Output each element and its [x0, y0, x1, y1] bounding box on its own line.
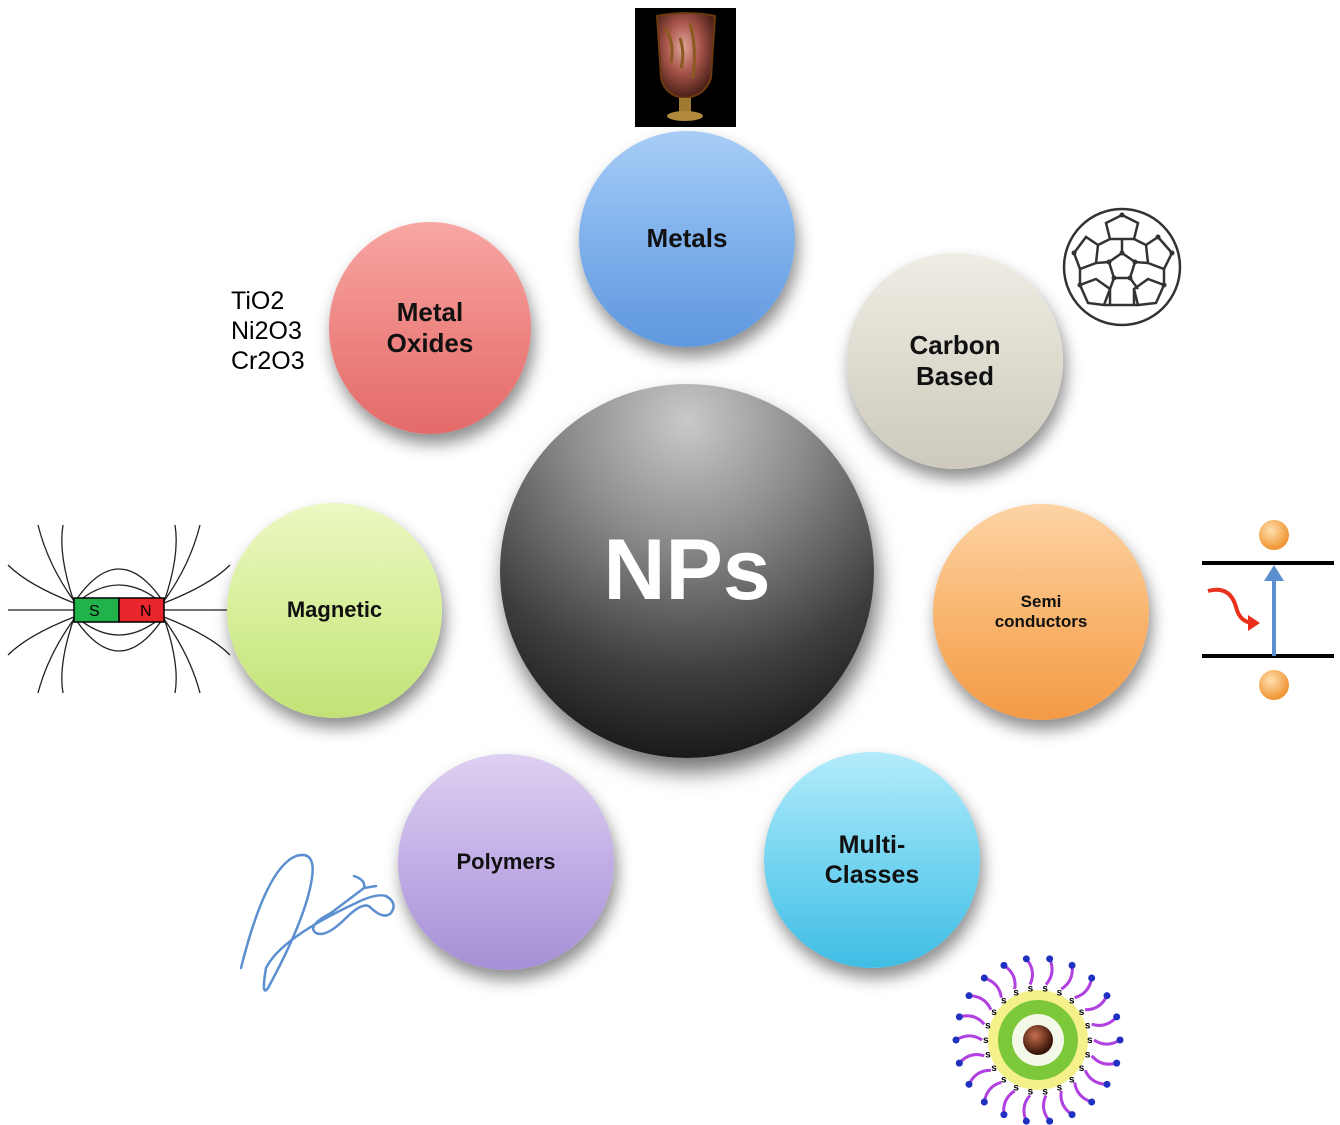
- ligand-head: [1103, 1080, 1111, 1088]
- ligand-chain: [1044, 958, 1054, 986]
- ligand-head: [955, 1013, 963, 1021]
- ligand-chain: [1059, 1090, 1073, 1116]
- ligand-sulfur-label: s: [985, 1020, 991, 1031]
- ligand-chain: [1090, 1054, 1118, 1066]
- ligand-chain: [1073, 1082, 1093, 1104]
- ligand-chain: [1022, 1094, 1032, 1122]
- ligand-sulfur-label: s: [1001, 996, 1007, 1007]
- oxide-example: Cr2O3: [231, 347, 305, 375]
- node-metal-oxides: Metal Oxides: [329, 222, 531, 434]
- ligand-head: [1068, 1111, 1076, 1119]
- node-polymers-label: Polymers: [456, 848, 556, 874]
- node-carbon-based: Carbon Based: [847, 253, 1063, 469]
- oxide-examples-list: TiO2 Ni2O3 Cr2O3: [231, 286, 305, 376]
- ligand-sulfur-label: s: [1085, 1020, 1091, 1031]
- ligand-head: [952, 1036, 960, 1044]
- ligand-head: [965, 992, 973, 1000]
- ligand-chain: [955, 1034, 983, 1042]
- node-semiconductors: Semi conductors: [933, 504, 1149, 720]
- node-metals-label: Metals: [646, 223, 728, 254]
- ligand-sulfur-label: s: [1057, 988, 1063, 999]
- ligand-sulfur-label: s: [985, 1050, 991, 1061]
- ligand-sulfur-label: s: [1042, 984, 1048, 995]
- ligand-chain: [1074, 977, 1094, 1000]
- ligand-head: [965, 1080, 973, 1088]
- ligand-sulfur-label: s: [983, 1035, 989, 1046]
- node-magnetic: Magnetic: [227, 503, 442, 718]
- ligand-head: [1022, 955, 1030, 963]
- ligand-chain: [1041, 1094, 1051, 1123]
- ligand-sulfur-label: s: [1069, 1074, 1075, 1085]
- ligand-head: [1116, 1036, 1124, 1044]
- center-node-nps: NPs: [500, 384, 874, 758]
- ligand-sulfur-label: s: [1013, 1082, 1019, 1093]
- ligand-head: [1113, 1059, 1121, 1067]
- node-metals: Metals: [579, 131, 795, 347]
- magnet-south-label: S: [89, 603, 100, 620]
- ligand-head: [1113, 1013, 1121, 1021]
- oxide-example: Ni2O3: [231, 317, 302, 345]
- ligand-sulfur-label: s: [1042, 1086, 1048, 1097]
- node-multi-classes-label: Multi- Classes: [824, 831, 920, 889]
- node-metal-oxides-label: Metal Oxides: [386, 296, 474, 358]
- ligand-head: [1088, 1098, 1096, 1106]
- ligand-sulfur-label: s: [991, 1007, 997, 1018]
- node-semiconductors-label: Semi conductors: [994, 591, 1088, 631]
- magnet-north-label: N: [140, 603, 152, 620]
- ligand-head: [1000, 1111, 1008, 1119]
- ligand-sulfur-label: s: [1079, 1063, 1085, 1074]
- ligand-head: [1103, 992, 1111, 1000]
- ligand-head: [980, 974, 988, 982]
- ligand-chain: [1083, 1069, 1108, 1086]
- ligand-chain: [1002, 1089, 1016, 1115]
- lycurgus-cup-photo: [635, 8, 736, 127]
- node-polymers: Polymers: [398, 754, 614, 970]
- ligand-head: [1046, 1117, 1054, 1125]
- ligand-sulfur-label: s: [1057, 1082, 1063, 1093]
- ligand-sulfur-label: s: [1079, 1007, 1085, 1018]
- ligand-chain: [1003, 964, 1017, 990]
- ligand-chain: [967, 1068, 991, 1086]
- ligand-chain: [958, 1053, 985, 1065]
- polymer-chain-icon: [239, 853, 395, 992]
- ligand-sulfur-label: s: [1001, 1074, 1007, 1085]
- ligand-chain: [1085, 994, 1109, 1012]
- ligand-chain: [958, 1014, 986, 1026]
- ligand-head: [1022, 1117, 1030, 1125]
- node-carbon-based-label: Carbon Based: [909, 329, 1001, 391]
- ligand-chain: [982, 1080, 1002, 1103]
- node-magnetic-label: Magnetic: [286, 597, 383, 623]
- ligand-sulfur-label: s: [991, 1063, 997, 1074]
- band-gap-icon: [1202, 520, 1334, 700]
- ligand-sulfur-label: s: [1028, 1086, 1034, 1097]
- ligand-sulfur-label: s: [1013, 988, 1019, 999]
- bar-magnet-field-icon: S N: [7, 524, 231, 694]
- ligand-head: [1068, 961, 1076, 969]
- ligand-head: [1046, 955, 1054, 963]
- ligand-chain: [1025, 957, 1035, 986]
- ligand-head: [980, 1098, 988, 1106]
- ligand-head: [955, 1059, 963, 1067]
- ligand-sulfur-label: s: [1069, 996, 1075, 1007]
- ligand-sulfur-label: s: [1085, 1050, 1091, 1061]
- ligand-sulfur-label: s: [1087, 1035, 1093, 1046]
- ligand-head: [1088, 974, 1096, 982]
- ligand-head: [1000, 961, 1008, 969]
- ligand-sulfur-label: s: [1028, 984, 1034, 995]
- ligand-chain: [1093, 1038, 1121, 1046]
- oxide-example: TiO2: [231, 287, 285, 315]
- ligand-chain: [1091, 1015, 1118, 1027]
- ligand-chain: [983, 976, 1003, 998]
- ligand-chain: [968, 994, 993, 1011]
- center-label: NPs: [603, 522, 771, 619]
- ligand-chain: [1060, 965, 1074, 991]
- fullerene-icon: [1062, 207, 1182, 327]
- node-multi-classes: Multi- Classes: [764, 752, 980, 968]
